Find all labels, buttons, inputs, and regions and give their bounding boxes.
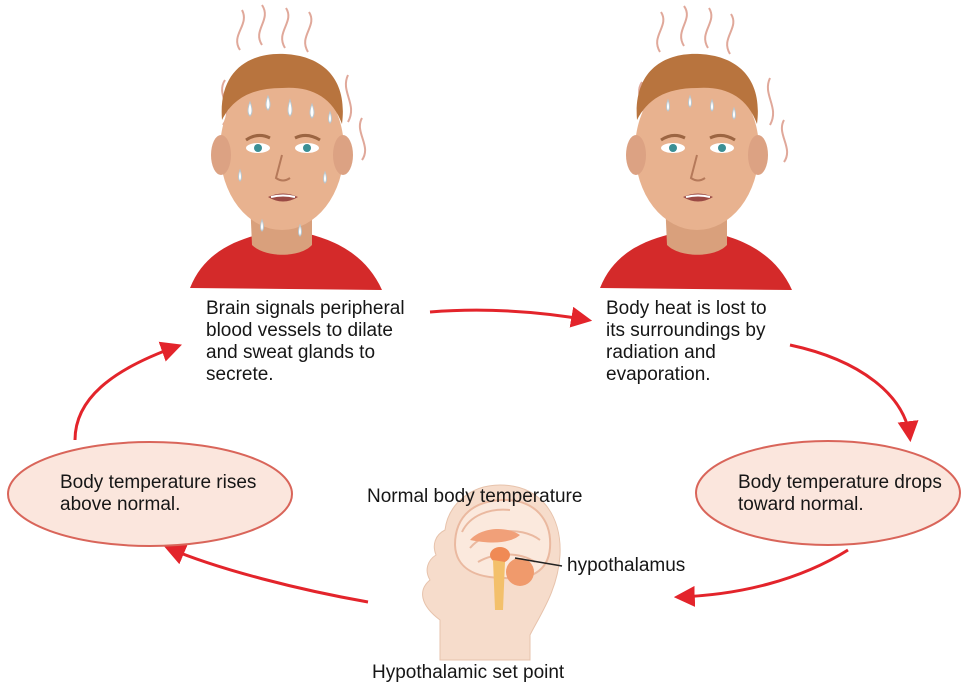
arrow-top — [430, 310, 588, 320]
oval-rises-label: Body temperature rises above normal. — [60, 472, 280, 516]
head-brain-icon — [423, 485, 562, 660]
step-heat-lost: Body heat is lost to its surroundings by… — [606, 298, 826, 386]
hypothalamic-set-point-label: Hypothalamic set point — [372, 662, 622, 684]
step-brain-signals: Brain signals peripheral blood vessels t… — [206, 298, 446, 386]
normal-body-temperature-label: Normal body temperature — [367, 486, 617, 508]
sweating-face-left — [190, 5, 382, 290]
sweating-face-right — [600, 6, 792, 290]
arrow-left-up — [75, 346, 178, 440]
arrow-bottom-left — [168, 548, 368, 602]
hypothalamus-label: hypothalamus — [567, 555, 717, 577]
oval-drops-label: Body temperature drops toward normal. — [738, 472, 958, 516]
